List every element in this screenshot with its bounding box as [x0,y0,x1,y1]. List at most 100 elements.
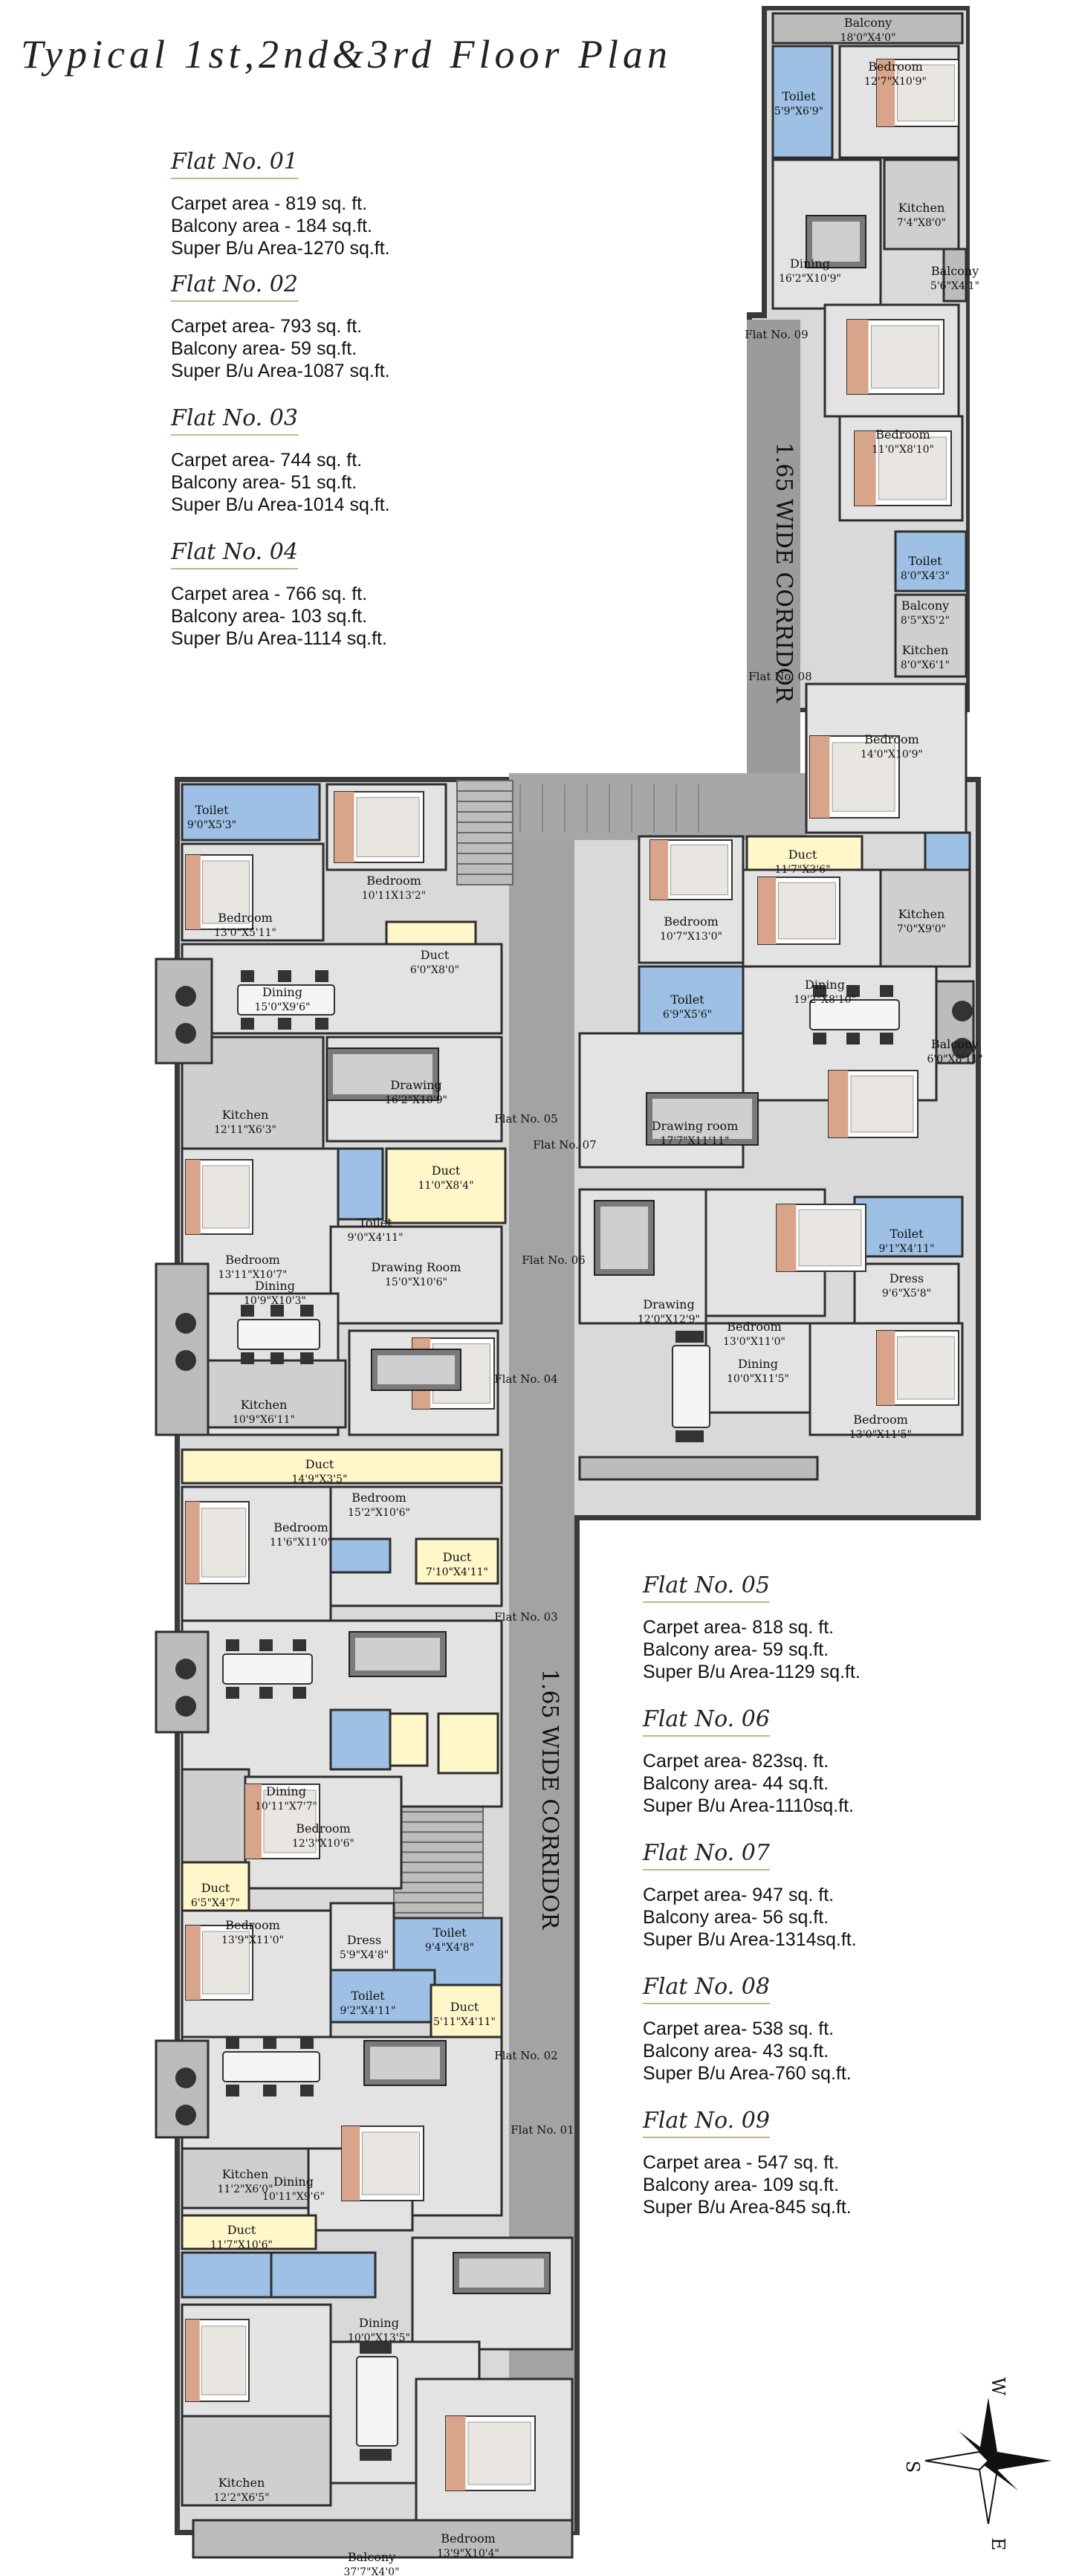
super-builtup-area: Super B/u Area-1129 sq.ft. [643,1662,861,1682]
compass-south-label: S [902,2461,923,2473]
room-name: Dining [255,1279,295,1293]
room-dimension: 5'9"X6'9" [774,106,823,117]
room-name: Balcony [901,598,949,613]
room-name: Balcony [844,16,892,30]
room-dimension: 13'9"X10'4" [437,2548,499,2560]
room-kit [894,593,968,678]
room-wet [771,45,834,159]
chair [315,1018,328,1030]
chair [278,1018,291,1030]
chair [813,985,826,997]
flat-info-heading: Flat No. 04 [171,539,298,569]
corridor-label: 1.65 WIDE CORRIDOR [771,442,797,704]
bed-sheet [850,1075,914,1133]
bed-sheet [202,1931,250,1995]
bed-pillow [777,1204,797,1271]
room-dimension: 6'0"X8'0" [410,964,459,976]
bed-pillow [186,855,201,929]
room-dimension: 13'11"X10'7" [218,1269,288,1281]
room-dimension: 6'9"X5'6" [663,1009,712,1021]
flat-tag: Flat No. 09 [745,328,808,341]
room-dimension: 9'2"X4'11" [340,2005,395,2017]
bed-pillow [446,2416,466,2491]
room-name: Kitchen [898,201,945,215]
room-name: Kitchen [218,2476,265,2490]
room-name: Bedroom [868,59,923,74]
room-name: Bedroom [296,1821,351,1836]
room-bal [578,1456,819,1481]
room-dimension: 8'5"X5'2" [901,615,950,627]
room-name: Toilet [358,1216,392,1230]
room-name: Duct [788,848,817,862]
chair [293,1687,306,1699]
flat-tag: Flat No. 04 [494,1372,557,1386]
room-dimension: 8'0"X4'3" [901,570,950,582]
chair [690,1430,704,1442]
balcony-chair [952,1001,973,1021]
room-name: Dining [266,1784,306,1798]
flat-info-heading: Flat No. 09 [643,2108,770,2138]
sofa-seat [459,2259,544,2288]
bed-sheet [778,882,836,940]
chair [846,985,860,997]
room-duct [389,1712,429,1767]
sofa-seat [355,1638,440,1670]
super-builtup-area: Super B/u Area-1087 sq.ft. [171,361,390,381]
room-name: Toilet [890,1227,924,1241]
room-name: Dining [805,978,845,992]
flat-info-02: Flat No. 02 Carpet area- 793 sq. ft. Bal… [171,271,424,382]
compass-east-label: E [988,2537,1008,2551]
room-name: Toilet [195,803,229,817]
room-dimension: 12'3"X10'6" [292,1838,354,1850]
room-name: Dining [359,2316,399,2330]
room-dimension: 13'0"X11'0" [723,1336,785,1348]
room-name: Toilet [670,992,704,1007]
room-dimension: 12'7"X10'9" [864,76,927,88]
room-dimension: 5'9"X4'8" [340,1949,389,1961]
bed-pillow [186,1160,201,1234]
bed-pillow [342,2126,360,2201]
chair [378,2342,392,2354]
dining-table [356,2356,398,2447]
room-name: Bedroom [225,1918,280,1932]
room-room [329,1225,503,1325]
room-dimension: 8'0"X6'1" [901,659,950,671]
chair [259,1639,273,1651]
flat-info-heading: Flat No. 03 [171,405,298,436]
room-wet [329,1537,392,1574]
room-name: Toilet [782,89,816,103]
bed-pillow [245,1784,262,1859]
flat-info-08: Flat No. 08 Carpet area- 538 sq. ft. Bal… [643,1974,895,2085]
balcony-area: Balcony area- 56 sq.ft. [643,1907,829,1928]
bed-sheet [201,1508,247,1578]
sofa-seat [333,1054,432,1094]
carpet-area: Carpet area- 538 sq. ft. [643,2018,835,2039]
room-wet [894,530,968,593]
chair [300,1352,314,1364]
chair [226,2085,239,2096]
bed-pillow [334,792,354,862]
chair [300,2037,314,2049]
room-name: Bedroom [441,2531,496,2546]
room-duct [181,2214,317,2250]
bed-sheet [202,1165,250,1229]
super-builtup-area: Super B/u Area-760 sq.ft. [643,2063,852,2084]
room-kit [181,1359,347,1429]
balcony-chair [175,2067,196,2088]
room-dimension: 10'9"X10'3" [244,1295,306,1307]
chair [880,985,893,997]
flat-tag: Flat No. 06 [522,1253,585,1267]
room-name: Toilet [432,1925,467,1940]
chair [241,970,254,982]
room-dimension: 11'7"X10'6" [210,2239,273,2251]
bed-pillow [877,1331,895,1405]
bed-pillow [877,59,895,126]
super-builtup-area: Super B/u Area-1110sq.ft. [643,1795,854,1816]
carpet-area: Carpet area - 547 sq. ft. [643,2152,840,2173]
flat-info-07: Flat No. 07 Carpet area- 947 sq. ft. Bal… [643,1840,895,1951]
chair [846,1033,860,1045]
balcony-area: Balcony area- 103 sq.ft. [171,606,368,627]
bed-sheet [897,64,955,122]
room-dimension: 7'10"X4'11" [426,1566,488,1578]
